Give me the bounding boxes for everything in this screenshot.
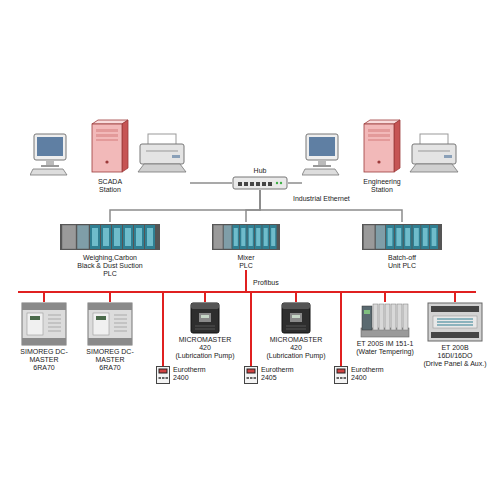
icon-area (302, 118, 462, 176)
device-label: (Water Tempering) (355, 348, 415, 356)
device-label: Batch-off Unit PLC (387, 252, 417, 270)
icon-area (263, 302, 329, 334)
io-station: ET 200S IM 151-1(Water Tempering) (355, 302, 415, 356)
profibus-cable (110, 270, 246, 302)
device-label: Eurotherm 2405 (261, 366, 297, 382)
plc-rack: Weighing,Carbon Black & Dust Suction PLC (60, 222, 160, 278)
inverter (282, 303, 310, 333)
ethernet-cable (288, 182, 302, 184)
plc-rack (362, 224, 442, 250)
device-label: (Drive Panel & Aux.) (423, 360, 487, 368)
profibus-cable (246, 270, 341, 366)
profibus-cable (205, 270, 246, 302)
dc-drive: SIMOREG DC-MASTER 6RA70 (82, 302, 138, 372)
device-label: SIMOREG DC-MASTER 6RA70 (18, 346, 70, 372)
dc-drive (22, 303, 66, 345)
device-label: ET 200S IM 151-1 (355, 338, 415, 348)
plc-rack: Batch-off Unit PLC (362, 222, 442, 270)
temperature-controller: Eurotherm 2405 (244, 366, 298, 384)
icon-area (334, 366, 348, 384)
profibus-cable (246, 270, 455, 302)
icon-area (30, 118, 190, 176)
plc-rack (212, 224, 280, 250)
inverter (191, 303, 219, 333)
controller (157, 367, 170, 384)
icon-area (423, 302, 487, 342)
bus-name: Profibus (252, 279, 280, 287)
computer-station: SCADA Station (30, 118, 190, 194)
device-label: Engineering Station (360, 176, 404, 194)
scada-computer (30, 120, 186, 175)
controller (245, 367, 258, 384)
dc-drive (88, 303, 132, 345)
io-block: ET 200B 16DI/16DO(Drive Panel & Aux.) (423, 302, 487, 368)
computer-station: Engineering Station (302, 118, 462, 194)
frequency-inverter: MICROMASTER 420(Lubrication Pump) (172, 302, 238, 360)
icon-area (156, 366, 170, 384)
profibus-cable (44, 270, 246, 302)
io-block (428, 303, 482, 341)
device-label: Weighing,Carbon Black & Dust Suction PLC (75, 252, 145, 278)
device-label: MICROMASTER 420 (172, 334, 238, 352)
device-label: MICROMASTER 420 (263, 334, 329, 352)
network-hub: Hub (232, 166, 288, 190)
device-label: SIMOREG DC-MASTER 6RA70 (84, 346, 136, 372)
engineering-computer (302, 120, 458, 175)
profibus-cable (246, 270, 296, 302)
device-label: (Lubrication Pump) (263, 352, 329, 360)
device-label: Eurotherm 2400 (351, 366, 387, 382)
profibus-cable (163, 270, 246, 366)
icon-area (355, 302, 415, 338)
controller (335, 367, 348, 384)
device-label: Eurotherm 2400 (173, 366, 209, 382)
network-name: Industrial Ethernet (292, 195, 351, 203)
device-label: Mixer PLC (231, 252, 261, 270)
plc-rack (60, 224, 160, 250)
temperature-controller: Eurotherm 2400 (156, 366, 210, 384)
icon-area (362, 222, 442, 252)
ethernet-cable (190, 182, 232, 184)
plc-rack: Mixer PLC (212, 222, 280, 270)
icon-area (16, 302, 72, 346)
icon-area (60, 222, 160, 252)
dc-drive: SIMOREG DC-MASTER 6RA70 (16, 302, 72, 372)
icon-area (244, 366, 258, 384)
hub-device (233, 177, 287, 189)
profibus-cable (246, 270, 385, 302)
device-label: Hub (232, 166, 288, 176)
icon-area (82, 302, 138, 346)
device-label: ET 200B 16DI/16DO (423, 342, 487, 360)
icon-area (212, 222, 280, 252)
temperature-controller: Eurotherm 2400 (334, 366, 388, 384)
device-label: (Lubrication Pump) (172, 352, 238, 360)
icon-area (232, 176, 288, 190)
ethernet-cable (110, 190, 260, 222)
icon-area (172, 302, 238, 334)
ethernet-cable (260, 190, 402, 222)
device-label: SCADA Station (95, 176, 125, 194)
frequency-inverter: MICROMASTER 420(Lubrication Pump) (263, 302, 329, 360)
ethernet-cable (246, 190, 260, 222)
io-station (361, 304, 409, 337)
